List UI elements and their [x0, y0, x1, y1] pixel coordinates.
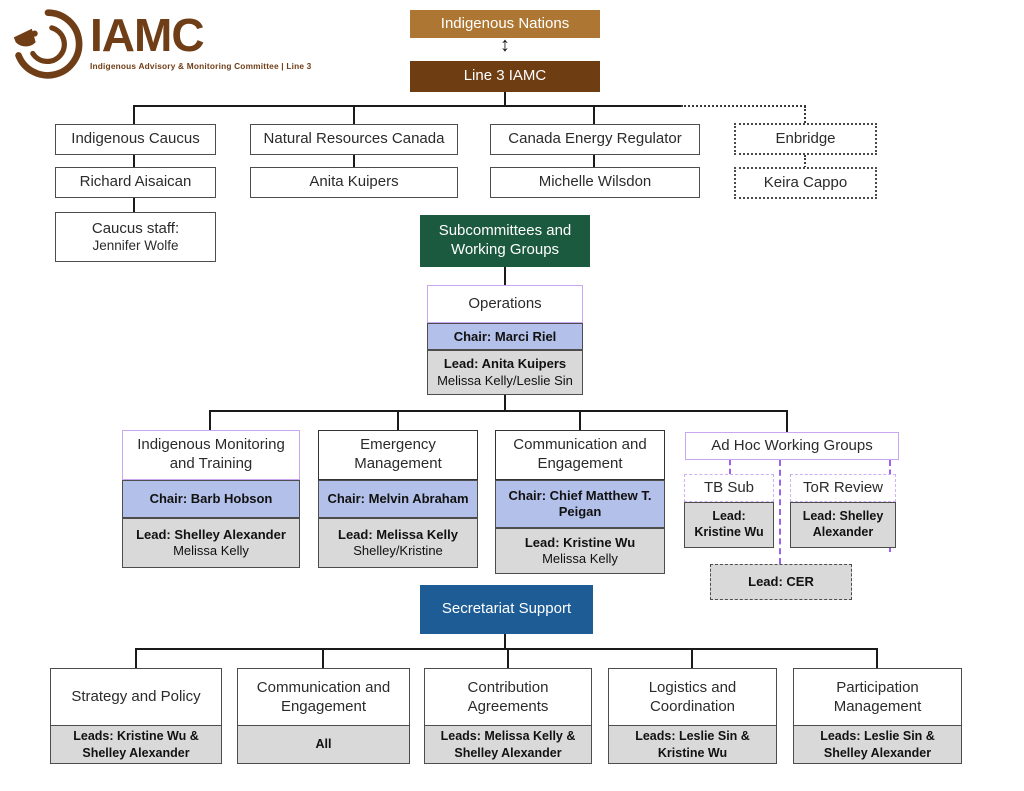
connector-purple-dashed — [779, 460, 781, 564]
ad-hoc-title: Ad Hoc Working Groups — [685, 432, 899, 460]
logo-text: IAMC Indigenous Advisory & Monitoring Co… — [90, 6, 312, 71]
indigenous-monitoring-group: Indigenous Monitoring and Training Chair… — [122, 430, 300, 568]
caucus-staff-title: Caucus staff: — [91, 219, 180, 237]
emergency-management-title: Emergency Management — [318, 430, 478, 480]
operations-lead-name: Lead: Anita Kuipers — [443, 356, 567, 372]
communication-engagement-title: Communication and Engagement — [495, 430, 665, 480]
lead-name: Lead: CER — [748, 573, 814, 589]
connector — [133, 106, 135, 124]
connector — [133, 155, 135, 167]
connector — [593, 106, 595, 124]
connector — [786, 411, 788, 432]
lead-name: Lead: Shelley Alexander — [802, 509, 884, 539]
connector — [209, 411, 211, 430]
team-lead: Leads: Melissa Kelly & Shelley Alexander — [425, 725, 591, 763]
lead-name: Lead: Kristine Wu — [694, 509, 764, 539]
emergency-management-group: Emergency Management Chair: Melvin Abrah… — [318, 430, 478, 568]
indigenous-nations-box: Indigenous Nations — [410, 10, 600, 38]
caucus-staff-name: Jennifer Wolfe — [92, 237, 179, 253]
lead-name: Lead: Shelley Alexander — [136, 526, 286, 542]
connector — [504, 395, 506, 410]
lead-sub: Melissa Kelly — [542, 551, 618, 566]
caucus-staff-box: Caucus staff: Jennifer Wolfe — [55, 212, 216, 262]
connector-dotted — [804, 155, 806, 168]
logo-brand: IAMC — [90, 9, 205, 61]
tor-review-title: ToR Review — [790, 474, 896, 502]
indigenous-monitoring-title: Indigenous Monitoring and Training — [122, 430, 300, 480]
tor-review-lead: Lead: Shelley Alexander — [790, 502, 896, 548]
operations-group: Operations Chair: Marci Riel Lead: Anita… — [427, 285, 583, 395]
connector-purple-dashed — [729, 460, 731, 474]
communication-engagement-group: Communication and Engagement Chair: Chie… — [495, 430, 665, 574]
iamc-logo: IAMC Indigenous Advisory & Monitoring Co… — [10, 6, 312, 82]
connector — [135, 648, 878, 650]
connector — [135, 649, 137, 668]
team-lead: Leads: Leslie Sin & Shelley Alexander — [794, 725, 961, 763]
team-lead: All — [238, 725, 409, 763]
logistics-coordination-team: Logistics and Coordination Leads: Leslie… — [608, 668, 777, 764]
strategy-policy-team: Strategy and Policy Leads: Kristine Wu &… — [50, 668, 222, 764]
indigenous-monitoring-chair: Chair: Barb Hobson — [122, 480, 300, 518]
connector — [507, 649, 509, 668]
connector — [876, 649, 878, 668]
cer-lead-box: Lead: CER — [710, 564, 852, 600]
cer-box: Canada Energy Regulator — [490, 124, 700, 155]
operations-lead-sub: Melissa Kelly/Leslie Sin — [437, 372, 573, 388]
team-title: Contribution Agreements — [467, 678, 549, 716]
two-way-arrow-icon: ↕ — [500, 34, 510, 56]
connector — [209, 410, 788, 412]
operations-lead: Lead: Anita Kuipers Melissa Kelly/Leslie… — [427, 350, 583, 395]
tb-sub-title: TB Sub — [684, 474, 774, 502]
secretariat-header-box: Secretariat Support — [420, 585, 593, 634]
operations-chair: Chair: Marci Riel — [427, 323, 583, 350]
team-title: Participation Management — [833, 678, 922, 716]
team-title: Logistics and Coordination — [648, 678, 737, 716]
lead-sub: Shelley/Kristine — [353, 543, 443, 558]
communication-engagement-chair: Chair: Chief Matthew T. Peigan — [495, 480, 665, 528]
logo-tagline: Indigenous Advisory & Monitoring Committ… — [90, 60, 312, 71]
team-lead: Leads: Leslie Sin & Kristine Wu — [609, 725, 776, 763]
indigenous-monitoring-lead: Lead: Shelley Alexander Melissa Kelly — [122, 518, 300, 568]
team-title: Communication and Engagement — [256, 678, 391, 716]
connector — [691, 649, 693, 668]
keira-cappo-box: Keira Cappo — [734, 167, 877, 199]
team-lead: Leads: Kristine Wu & Shelley Alexander — [51, 725, 221, 763]
lead-name: Lead: Kristine Wu — [524, 534, 636, 550]
connector — [593, 155, 595, 167]
lead-name: Lead: Melissa Kelly — [338, 526, 458, 542]
connector — [353, 106, 355, 124]
enbridge-box: Enbridge — [734, 123, 877, 155]
team-title: Strategy and Policy — [71, 688, 201, 706]
participation-management-team: Participation Management Leads: Leslie S… — [793, 668, 962, 764]
subcommittees-header-box: Subcommittees and Working Groups — [420, 215, 590, 267]
eagle-logo-icon — [13, 9, 83, 79]
connector — [504, 267, 506, 285]
connector — [133, 105, 681, 107]
richard-aisaican-box: Richard Aisaican — [55, 167, 216, 198]
connector-dotted — [681, 105, 806, 107]
communication-engagement-lead: Lead: Kristine Wu Melissa Kelly — [495, 528, 665, 574]
operations-title: Operations — [427, 285, 583, 323]
michelle-wilsdon-box: Michelle Wilsdon — [490, 167, 700, 198]
contribution-agreements-team: Contribution Agreements Leads: Melissa K… — [424, 668, 592, 764]
emergency-management-chair: Chair: Melvin Abraham — [318, 480, 478, 518]
anita-kuipers-box: Anita Kuipers — [250, 167, 458, 198]
line3-iamc-box: Line 3 IAMC — [410, 61, 600, 92]
connector — [322, 649, 324, 668]
indigenous-caucus-box: Indigenous Caucus — [55, 124, 216, 155]
connector — [133, 198, 135, 212]
lead-sub: Melissa Kelly — [173, 543, 249, 558]
tb-sub-lead: Lead: Kristine Wu — [684, 502, 774, 548]
connector — [504, 634, 506, 648]
connector — [504, 92, 506, 105]
communication-engagement-team: Communication and Engagement All — [237, 668, 410, 764]
connector — [397, 411, 399, 430]
connector — [579, 411, 581, 430]
nrcan-box: Natural Resources Canada — [250, 124, 458, 155]
connector-dotted — [804, 106, 806, 123]
emergency-management-lead: Lead: Melissa Kelly Shelley/Kristine — [318, 518, 478, 568]
connector — [353, 155, 355, 167]
